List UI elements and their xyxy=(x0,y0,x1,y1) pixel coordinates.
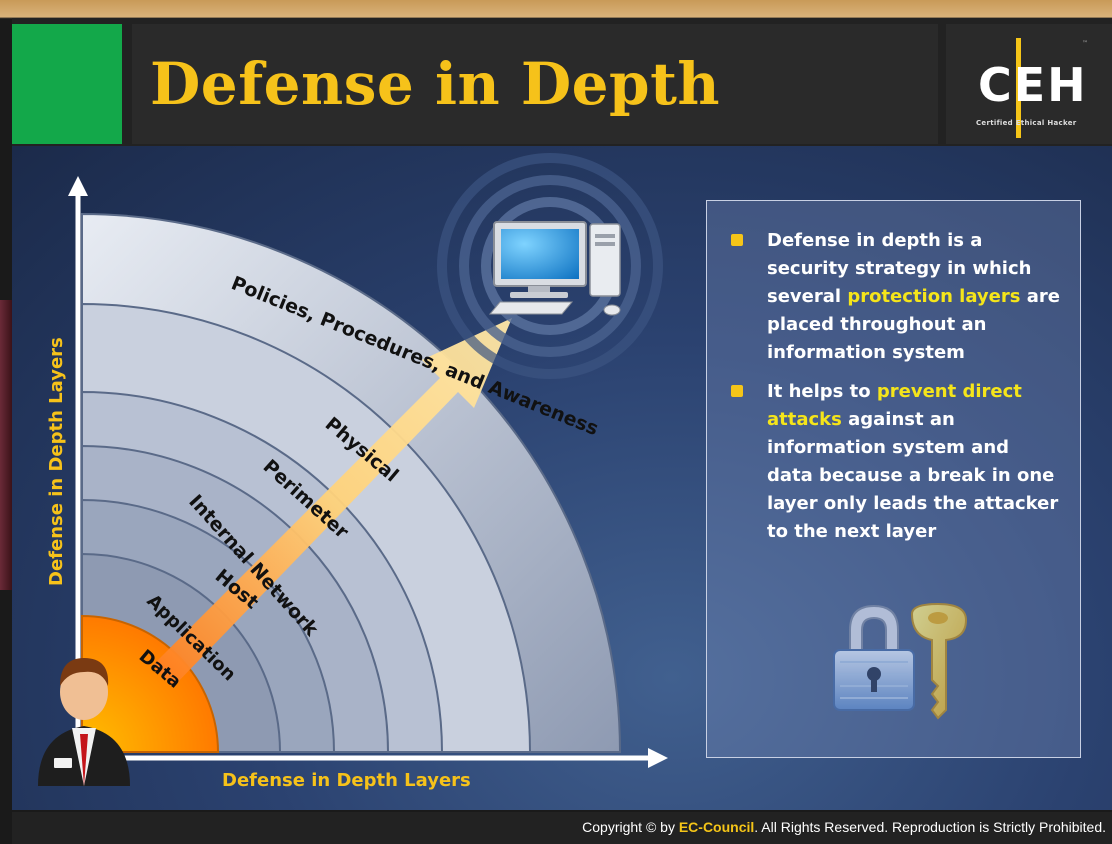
bullet-1-text-pre: Defense in depth is a security strategy … xyxy=(767,230,1032,307)
computer-icon xyxy=(437,153,663,379)
copyright-text: Copyright © by EC-Council. All Rights Re… xyxy=(582,819,1106,835)
bullet-2-text-pre: It helps to xyxy=(767,381,877,402)
logo-text: CEH xyxy=(978,58,1088,112)
bullet-2-text-post: against an information system and data b… xyxy=(767,409,1059,542)
green-accent-block xyxy=(12,24,122,144)
logo-divider xyxy=(1016,38,1021,138)
bullet-marker xyxy=(731,234,743,246)
logo-subtitle: Certified Ethical Hacker xyxy=(976,119,1077,127)
slide-title: Defense in Depth xyxy=(150,50,721,118)
bullet-2-highlight: prevent direct attacks xyxy=(767,381,1022,430)
bullet-2: It helps to prevent direct attacks again… xyxy=(731,378,1061,546)
x-axis-label: Defense in Depth Layers xyxy=(222,770,471,791)
bullet-1-highlight: protection layers xyxy=(847,286,1021,307)
ceh-logo: CEH Certified Ethical Hacker ™ xyxy=(946,24,1112,144)
info-panel: Defense in depth is a security strategy … xyxy=(706,200,1081,758)
key-icon xyxy=(910,602,968,720)
logo-trademark: ™ xyxy=(1082,40,1088,47)
bullet-1-text: Defense in depth is a security strategy … xyxy=(767,227,1061,367)
copyright-prefix: Copyright © by xyxy=(582,819,679,835)
left-edge-strip xyxy=(0,300,12,590)
footer: Copyright © by EC-Council. All Rights Re… xyxy=(12,812,1112,844)
content-area: Defense in Depth Layers Defense in Depth… xyxy=(12,146,1112,810)
ec-council-brand: EC-Council xyxy=(678,819,755,835)
person-icon xyxy=(38,658,130,786)
layers-arrow xyxy=(152,318,512,686)
copyright-suffix: . All Rights Reserved. Reproduction is S… xyxy=(754,819,1106,835)
bullet-2-text: It helps to prevent direct attacks again… xyxy=(767,378,1061,546)
bullet-1-text-post: are placed throughout an information sys… xyxy=(767,286,1060,363)
padlock-icon xyxy=(833,602,968,720)
bullet-marker xyxy=(731,385,743,397)
bullet-1: Defense in depth is a security strategy … xyxy=(731,227,1061,367)
y-axis-label: Defense in Depth Layers xyxy=(46,337,67,586)
defense-diagram: Defense in Depth Layers Defense in Depth… xyxy=(38,153,668,791)
title-bar: Defense in Depth xyxy=(132,24,938,144)
